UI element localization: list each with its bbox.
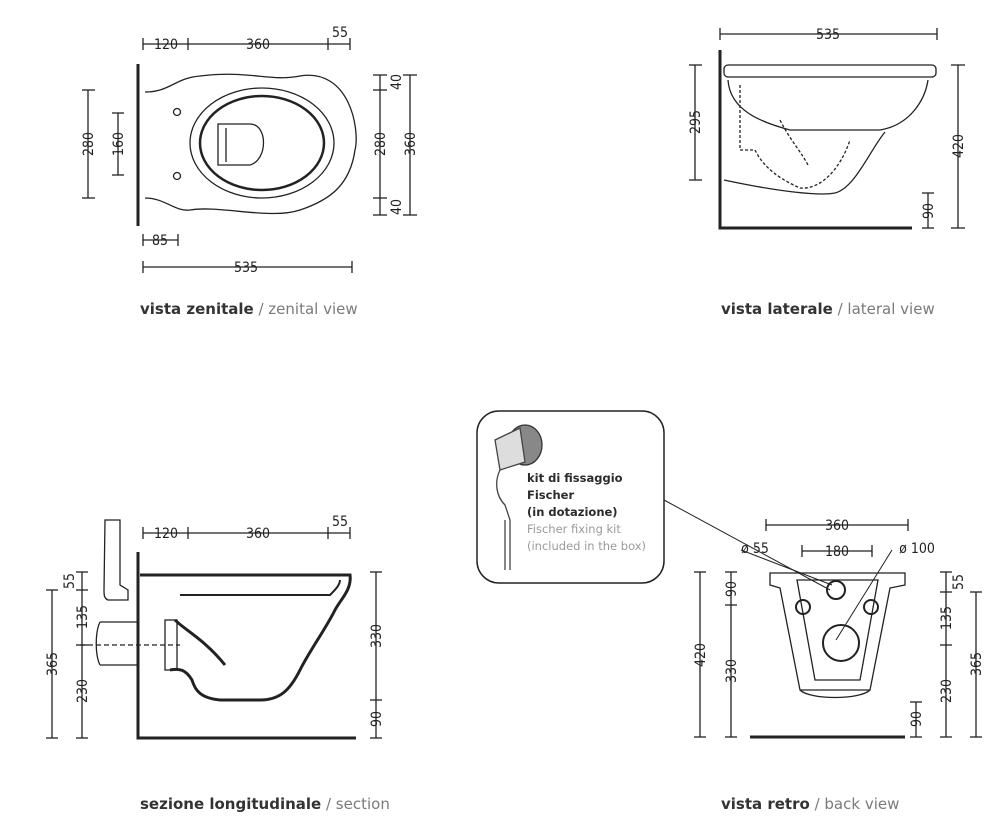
wall-floor-line bbox=[136, 552, 356, 740]
dim-label: 230 bbox=[75, 679, 91, 703]
kit-line-en-1: Fischer fixing kit bbox=[527, 522, 621, 536]
dim-label: 280 bbox=[373, 132, 389, 156]
dim-label: ø 100 bbox=[899, 541, 935, 557]
wall-floor-line bbox=[718, 50, 912, 230]
dim-label: 55 bbox=[62, 573, 78, 589]
dim-label: 55 bbox=[332, 25, 348, 41]
section-view bbox=[46, 519, 382, 740]
kit-line-en-2: (included in the box) bbox=[527, 539, 647, 553]
bowl-rim-inner bbox=[198, 94, 326, 192]
fixing-kit-icon bbox=[494, 424, 543, 570]
dim-label: 90 bbox=[909, 711, 925, 727]
callout-leader-line bbox=[663, 499, 831, 591]
bowl-outline bbox=[723, 131, 886, 195]
dim-label: 280 bbox=[81, 132, 97, 156]
dim-label: 55 bbox=[951, 574, 967, 590]
kit-callout bbox=[476, 410, 831, 591]
siphon bbox=[173, 618, 227, 666]
rim-top bbox=[723, 64, 937, 78]
dim-label: 180 bbox=[825, 544, 849, 560]
dim-label: 160 bbox=[111, 132, 127, 156]
zenital-view bbox=[82, 38, 417, 273]
caption-back-view: vista retro / back view bbox=[721, 795, 900, 813]
dim-label: 135 bbox=[939, 606, 955, 630]
dim-label: 90 bbox=[724, 581, 740, 597]
dim-label: 535 bbox=[816, 27, 840, 43]
dim-label: 360 bbox=[246, 526, 270, 542]
lateral-view bbox=[689, 28, 965, 230]
back-view bbox=[694, 519, 982, 739]
bowl-section bbox=[140, 573, 352, 702]
dim-label: 55 bbox=[332, 514, 348, 530]
fixing-hole bbox=[172, 107, 182, 117]
dim-label: 330 bbox=[724, 659, 740, 683]
dim-label: 40 bbox=[389, 199, 405, 215]
dim-label: 365 bbox=[969, 652, 985, 676]
dim-label: 135 bbox=[75, 605, 91, 629]
caption-lateral-view: vista laterale / lateral view bbox=[721, 300, 935, 318]
bowl-rim-outer bbox=[189, 87, 335, 199]
dim-label: 365 bbox=[45, 652, 61, 676]
fixing-hole bbox=[172, 171, 182, 181]
dim-label: 230 bbox=[939, 679, 955, 703]
dim-label: 120 bbox=[154, 526, 178, 542]
back-outline bbox=[769, 572, 906, 691]
dim-label: 360 bbox=[403, 132, 419, 156]
dim-label: 330 bbox=[369, 624, 385, 648]
fixing-hole bbox=[795, 599, 811, 615]
drain-pipe bbox=[95, 621, 138, 666]
outlet-hole bbox=[822, 624, 860, 662]
dim-label: 535 bbox=[234, 260, 258, 276]
bowl-opening bbox=[217, 123, 264, 166]
kit-description: kit di fissaggio Fischer (in dotazione) … bbox=[527, 470, 646, 555]
dim-label: 420 bbox=[951, 134, 967, 158]
dim-label: 90 bbox=[921, 203, 937, 219]
caption-section-view: sezione longitudinale / section bbox=[140, 795, 390, 813]
kit-line-it-1: kit di fissaggio bbox=[527, 471, 623, 485]
callout-box bbox=[476, 410, 665, 584]
dim-label: ø 55 bbox=[741, 541, 769, 557]
caption-zenital-view: vista zenitale / zenital view bbox=[140, 300, 358, 318]
kit-line-it-3: (in dotazione) bbox=[527, 505, 618, 519]
dim-label: 360 bbox=[246, 37, 270, 53]
hidden-trap bbox=[739, 85, 851, 189]
dim-label: 40 bbox=[389, 74, 405, 90]
dim-label: 120 bbox=[154, 37, 178, 53]
flush-pipe bbox=[103, 519, 129, 601]
dim-label: 90 bbox=[369, 711, 385, 727]
inlet-hole bbox=[826, 580, 846, 600]
kit-line-it-2: Fischer bbox=[527, 488, 575, 502]
fixing-hole bbox=[863, 599, 879, 615]
dim-label: 85 bbox=[152, 233, 168, 249]
dim-label: 360 bbox=[825, 518, 849, 534]
dim-label: 420 bbox=[693, 643, 709, 667]
dim-label: 295 bbox=[688, 110, 704, 134]
bowl-outline bbox=[144, 73, 357, 215]
